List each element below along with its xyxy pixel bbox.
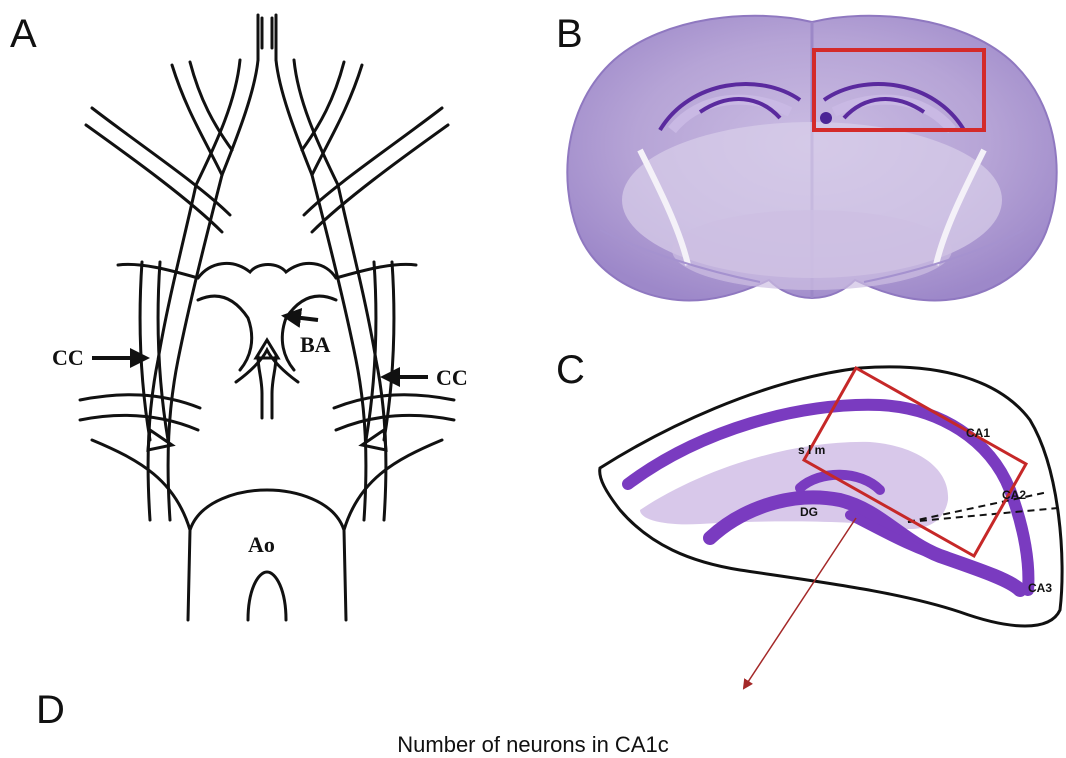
dg-label: DG [800, 505, 818, 519]
slm-label: s l m [798, 443, 825, 457]
ca1-label: CA1 [966, 426, 990, 440]
ca2-label: CA2 [1002, 488, 1026, 502]
ao-label: Ao [248, 532, 275, 557]
ba-arrow [285, 316, 318, 320]
cc-left-label: CC [52, 345, 84, 370]
ba-label: BA [300, 332, 331, 357]
cc-right-label: CC [436, 365, 468, 390]
panel-c-hippocampus-schematic: s l m CA1 CA2 CA3 DG [600, 367, 1062, 626]
panel-b-brain-section [567, 16, 1056, 301]
panel-d-title: Number of neurons in CA1c [0, 732, 1066, 758]
ca3-label: CA3 [1028, 581, 1052, 595]
panel-a-vessel-diagram [80, 15, 454, 620]
